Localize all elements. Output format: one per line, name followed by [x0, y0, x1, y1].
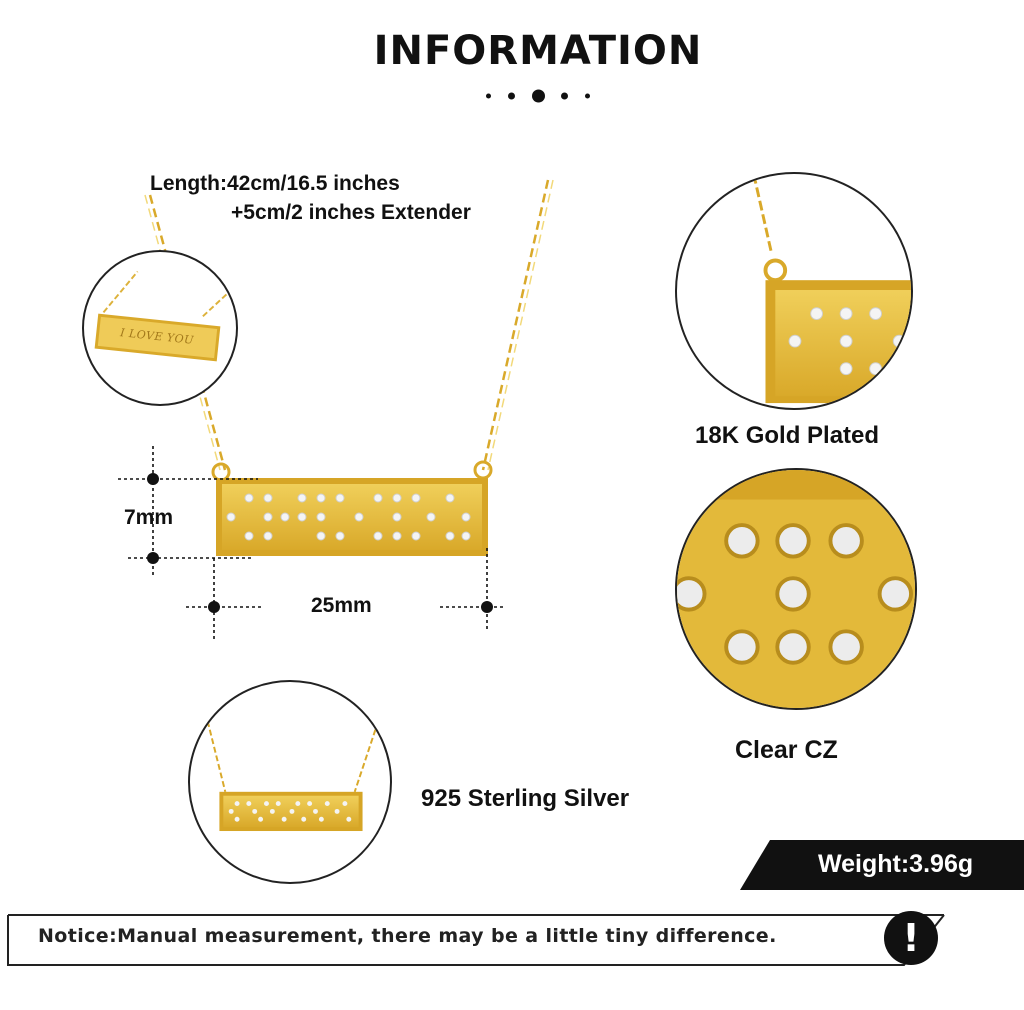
extender-label: +5cm/2 inches Extender	[231, 201, 471, 224]
exclamation-icon: !	[884, 911, 938, 965]
notice-text: Notice:Manual measurement, there may be …	[38, 925, 777, 947]
clear-cz-label: Clear CZ	[735, 736, 838, 764]
notice-bar: Notice:Manual measurement, there may be …	[0, 905, 1024, 975]
width-label: 25mm	[311, 594, 372, 617]
weight-banner: Weight:3.96g	[740, 840, 1024, 890]
engraving-inset-circle: I LOVE YOU	[82, 250, 238, 406]
width-dimension	[186, 548, 504, 640]
length-label: Length:42cm/16.5 inches	[150, 172, 400, 195]
pendant-stones	[226, 493, 471, 541]
clear-cz-zoom-circle	[675, 468, 917, 710]
sterling-silver-circle	[188, 680, 392, 884]
page-title: INFORMATION	[373, 28, 703, 74]
title-dots-divider	[484, 88, 594, 104]
gold-plated-zoom-circle	[675, 172, 913, 410]
weight-label: Weight:3.96g	[818, 850, 974, 878]
height-label: 7mm	[124, 506, 174, 529]
sterling-silver-label: 925 Sterling Silver	[421, 785, 630, 812]
gold-plated-label: 18K Gold Plated	[695, 422, 880, 449]
right-chain	[481, 179, 554, 471]
